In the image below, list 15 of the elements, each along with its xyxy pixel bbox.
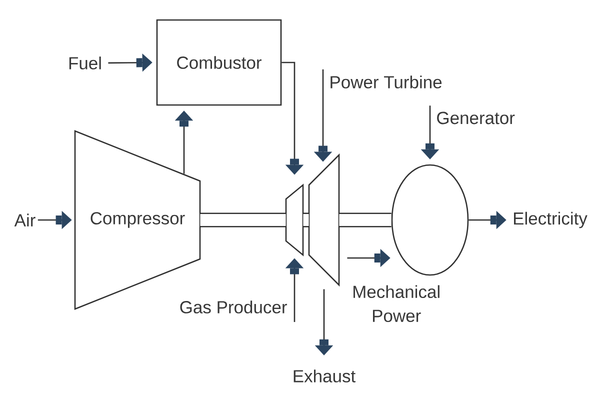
component-label: Power Turbine [330, 76, 442, 88]
component-label: Generator [437, 112, 515, 124]
generator-ellipse [391, 164, 469, 276]
component-label: Gas Producer [180, 300, 287, 314]
output-label: Electricity [514, 212, 588, 228]
turbine-trapezoid [308, 153, 340, 287]
shaft [303, 212, 309, 228]
shaft [339, 212, 392, 228]
turbine-trapezoid [285, 184, 304, 256]
shaft [200, 212, 286, 228]
edge-label: Mechanical Power [345, 284, 448, 324]
input-label: Fuel [69, 56, 101, 70]
output-label: Exhaust [294, 370, 356, 382]
input-label: Air [14, 214, 36, 226]
process-box: Combustor [156, 19, 282, 106]
